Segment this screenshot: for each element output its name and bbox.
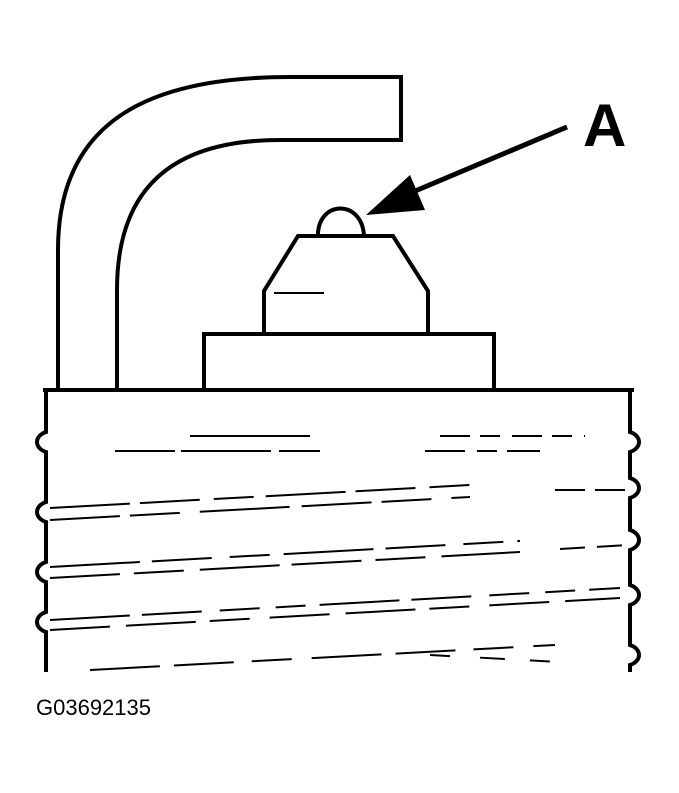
shell-seat [202,332,496,388]
thread-lines [49,435,629,671]
figure-code: G03692135 [36,695,151,720]
ground-electrode [56,75,403,388]
threaded-shell [35,388,641,672]
callout-arrow [366,124,568,215]
center-electrode-tip [315,206,366,239]
callout-label-a: A [583,92,627,159]
insulator-nose [262,234,430,334]
